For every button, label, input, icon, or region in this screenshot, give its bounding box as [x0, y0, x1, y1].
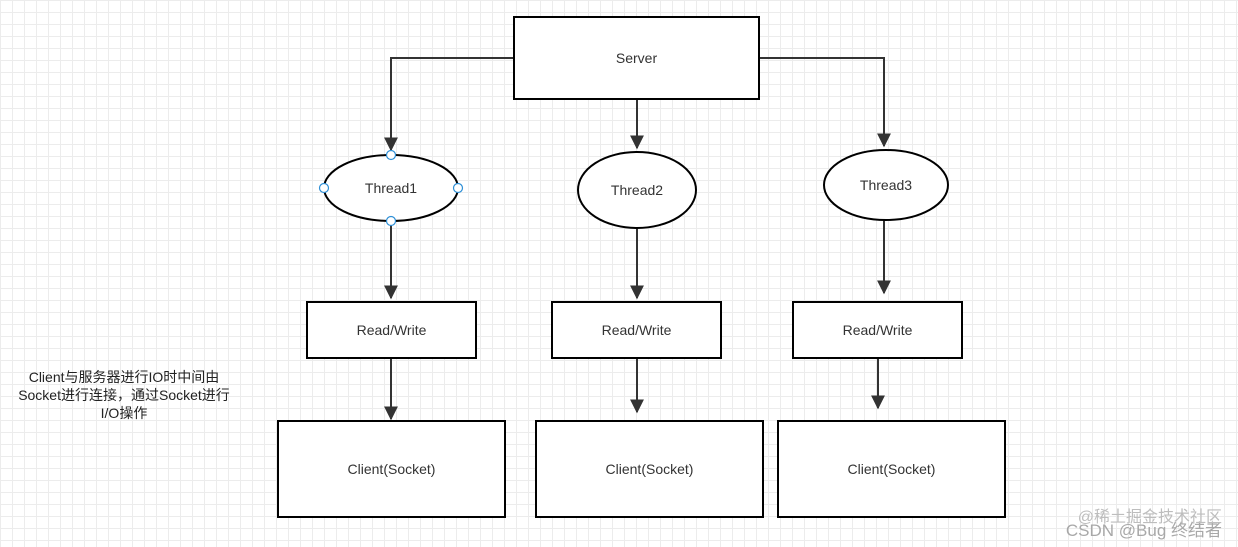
selection-handle-right[interactable]: [452, 182, 464, 194]
arrow-server-to-thread3: [759, 57, 891, 148]
thread1-label: Thread1: [365, 180, 417, 196]
thread1-node[interactable]: Thread1: [318, 149, 464, 227]
client2-label: Client(Socket): [606, 461, 694, 477]
readwrite3-label: Read/Write: [843, 322, 913, 338]
client1-label: Client(Socket): [348, 461, 436, 477]
client2-node[interactable]: Client(Socket): [535, 420, 764, 518]
selection-handles[interactable]: [318, 149, 464, 227]
selection-handle-bottom[interactable]: [385, 215, 397, 227]
readwrite1-label: Read/Write: [357, 322, 427, 338]
server-node[interactable]: Server: [513, 16, 760, 100]
selection-handle-top[interactable]: [385, 149, 397, 161]
thread2-node[interactable]: Thread2: [577, 151, 697, 229]
connectors: [384, 57, 891, 421]
watermark: @稀土掘金技术社区 CSDN @Bug 终结者: [1065, 509, 1222, 541]
thread3-label: Thread3: [860, 177, 912, 193]
server-label: Server: [616, 50, 658, 66]
readwrite2-label: Read/Write: [602, 322, 672, 338]
note-line: I/O操作: [100, 405, 148, 421]
selection-handle-left[interactable]: [318, 182, 330, 194]
thread2-label: Thread2: [611, 182, 663, 198]
note-line: Client与服务器进行IO时中间由: [28, 369, 220, 385]
watermark-juejin: @稀土掘金技术社区: [1077, 509, 1222, 526]
client3-label: Client(Socket): [848, 461, 936, 477]
watermark-csdn: CSDN @Bug 终结者: [1065, 521, 1222, 540]
client1-node[interactable]: Client(Socket): [277, 420, 506, 518]
readwrite3-node[interactable]: Read/Write: [792, 301, 963, 359]
annotation-note[interactable]: Client与服务器进行IO时中间由 Socket进行连接，通过Socket进行…: [6, 368, 242, 422]
readwrite1-node[interactable]: Read/Write: [306, 301, 477, 359]
thread3-node[interactable]: Thread3: [823, 149, 949, 221]
client3-node[interactable]: Client(Socket): [777, 420, 1006, 518]
readwrite2-node[interactable]: Read/Write: [551, 301, 722, 359]
arrow-server-to-thread1: [384, 57, 514, 152]
note-line: Socket进行连接，通过Socket进行: [18, 387, 230, 403]
